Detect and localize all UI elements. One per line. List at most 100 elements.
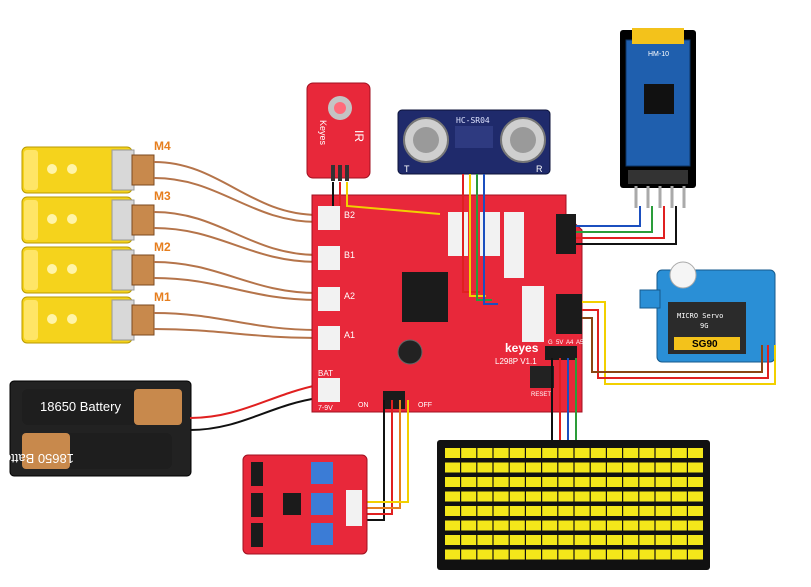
led-cell [558,477,574,487]
shield-reset: RESET [531,392,551,398]
led-cell [623,448,639,458]
led-cell [445,535,460,545]
led-cell [607,535,622,545]
led-cell [477,506,493,516]
bluetooth-module [620,28,696,188]
led-cell [639,535,655,545]
shield-header-a5: A5 [576,340,584,346]
led-cell [445,477,460,487]
led-cell [688,462,703,473]
led-cell [558,448,574,458]
led-cell [590,535,606,545]
ultrasonic-sensor [397,109,551,175]
led-cell [671,491,687,502]
led-cell [445,462,460,473]
led-cell [607,549,622,560]
led-cell [558,462,574,473]
shield-a2: A2 [344,291,355,301]
shield-b2: B2 [344,210,355,220]
led-cell [671,520,687,531]
led-cell [526,477,541,487]
led-cell [688,448,703,458]
led-cell [607,506,622,516]
led-cell [655,549,671,560]
battery-cell-bottom: 18650 Battery [0,451,74,466]
led-cell [688,491,703,502]
led-cell [623,520,639,531]
led-cell [445,506,460,516]
led-cell [590,448,606,458]
led-cell [461,535,477,545]
led-cell [639,477,655,487]
motor-wires [153,161,319,339]
led-cell [509,462,525,473]
led-cell [493,448,509,458]
led-cell [461,549,477,560]
led-cell [445,491,460,502]
led-cell [574,448,590,458]
led-cell [461,520,477,531]
shield-on: ON [358,402,369,409]
bluetooth-pins [634,186,686,208]
led-cell [542,506,558,516]
ultrasonic-t: T [404,164,410,174]
shield-bat-range: 7-9V [318,405,333,412]
led-cell [574,491,590,502]
led-cell [526,462,541,473]
led-cell [688,506,703,516]
led-cell [574,506,590,516]
motor-m4 [21,146,155,194]
led-cell [607,462,622,473]
shield-bat-label: BAT [318,369,333,378]
led-cell [639,549,655,560]
led-cell [542,520,558,531]
signal-wires [332,174,776,521]
led-cell [639,448,655,458]
motor-label-m1: M1 [154,290,171,304]
led-cell [655,477,671,487]
led-cell [477,520,493,531]
led-cell [542,491,558,502]
led-cell [526,448,541,458]
battery-holder [9,380,192,477]
led-cell [461,477,477,487]
ultrasonic-model: HC-SR04 [456,116,490,125]
shield-brand: keyes [505,341,539,355]
led-cell [558,549,574,560]
led-cell [509,549,525,560]
servo-label: MICRO Servo [677,312,723,320]
led-cell [639,491,655,502]
motor-m2 [21,246,155,294]
led-cell [477,477,493,487]
servo-size: 9G [700,322,708,330]
led-cell [477,448,493,458]
led-cell [493,462,509,473]
led-cell [639,506,655,516]
led-cell [542,477,558,487]
led-cell [655,520,671,531]
led-cell [607,477,622,487]
led-cell [445,448,460,458]
led-cell [493,491,509,502]
led-cell [671,506,687,516]
led-cell [574,462,590,473]
led-cell [461,462,477,473]
led-cell [509,520,525,531]
battery-cell-top: 18650 Battery [40,399,121,414]
led-cell [574,520,590,531]
motor-m3 [21,196,155,244]
led-cell [558,506,574,516]
led-cell [639,462,655,473]
ir-title: IR [352,130,366,142]
led-cell [688,477,703,487]
motor-label-m3: M3 [154,189,171,203]
led-cell [671,535,687,545]
led-cell [509,491,525,502]
ir-brand: Keyes [318,120,328,146]
led-cell [671,448,687,458]
ultrasonic-r: R [536,164,543,174]
led-cell [509,535,525,545]
led-cell [493,549,509,560]
led-cell [461,506,477,516]
